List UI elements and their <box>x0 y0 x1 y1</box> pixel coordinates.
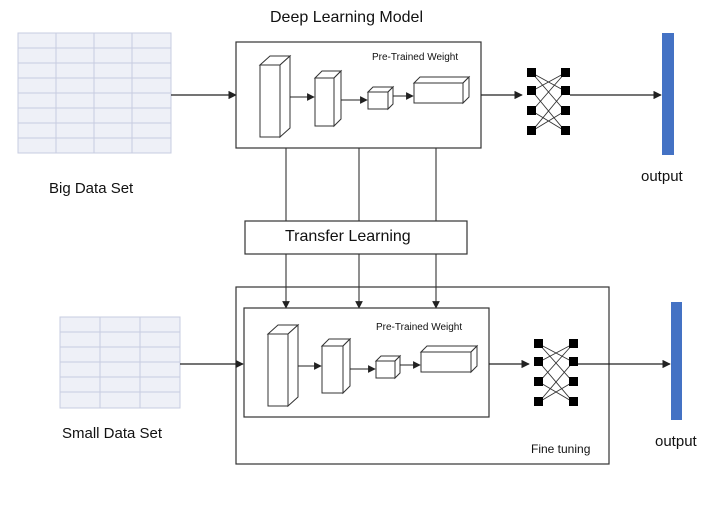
bottom-pretrained-weight-label: Pre-Trained Weight <box>376 322 463 333</box>
fine-tuning-label: Fine tuning <box>531 442 591 456</box>
bottom-model-box <box>243 307 490 418</box>
transfer-learning-box <box>244 220 468 255</box>
bottom-output-label: output <box>655 433 697 450</box>
fine-tuning-box <box>235 286 610 465</box>
top-pretrained-weight-label: Pre-Trained Weight <box>372 52 459 63</box>
big-data-set-grid <box>17 32 172 154</box>
small-data-set-grid <box>59 316 181 409</box>
transfer-learning-label: Transfer Learning <box>285 228 411 245</box>
small-data-set-label: Small Data Set <box>62 425 163 442</box>
deep-learning-model-title: Deep Learning Model <box>270 9 423 26</box>
bottom-dense-network <box>534 339 578 406</box>
top-output-bar <box>662 33 674 155</box>
bottom-output-bar <box>671 302 682 420</box>
top-output-label: output <box>641 168 683 185</box>
top-dense-network <box>527 68 570 135</box>
big-data-set-label: Big Data Set <box>49 180 134 197</box>
bottom-layer-blocks <box>266 323 479 408</box>
top-layer-blocks <box>258 54 471 139</box>
